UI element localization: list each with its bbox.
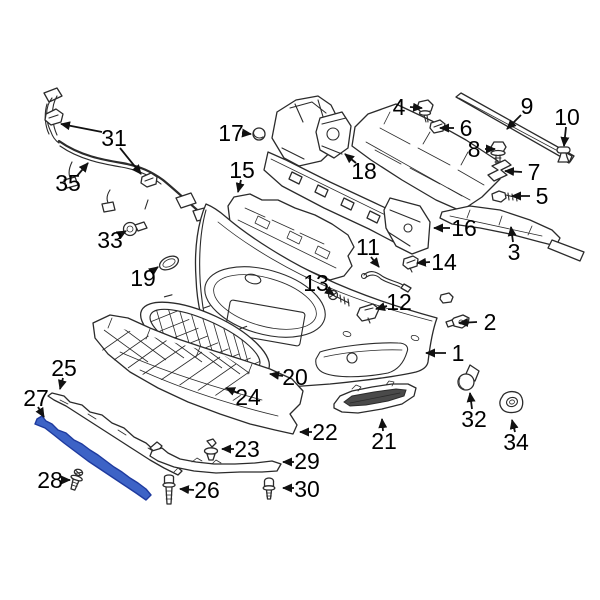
callout-16[interactable]: 16 [451, 215, 477, 241]
callout-leader-26 [179, 485, 195, 495]
callout-leader-27 [35, 406, 45, 418]
callout-2[interactable]: 2 [484, 309, 497, 335]
callout-leader-34 [509, 419, 519, 433]
callout-leader-31 [60, 121, 103, 133]
callout-5[interactable]: 5 [536, 183, 549, 209]
callout-22[interactable]: 22 [312, 419, 338, 445]
callout-12[interactable]: 12 [386, 289, 412, 315]
callout-14[interactable]: 14 [431, 249, 457, 275]
part-park-sensor-32 [457, 364, 480, 391]
callout-32[interactable]: 32 [461, 406, 487, 432]
callout-leader-31 [119, 147, 142, 175]
callout-leader-9 [506, 114, 522, 130]
callout-leader-24 [225, 387, 239, 396]
part-bracket-18 [315, 111, 352, 159]
callout-leader-15 [235, 179, 245, 193]
callout-leader-3 [507, 226, 517, 243]
part-sensor-33 [122, 221, 148, 237]
part-clip-12 [356, 303, 380, 324]
callout-1[interactable]: 1 [452, 340, 465, 366]
callout-leader-2 [458, 318, 478, 327]
callout-leader-21 [378, 418, 388, 432]
part-wire-harness-35 [43, 87, 218, 224]
callout-35[interactable]: 35 [55, 170, 81, 196]
callout-leader-4 [409, 102, 423, 112]
callout-29[interactable]: 29 [294, 448, 320, 474]
part-bolt-26 [162, 474, 176, 505]
part-shield-panel [351, 103, 501, 212]
callout-leader-20 [269, 370, 284, 380]
callout-leader-25 [58, 377, 67, 390]
part-sensor-retainer-34 [499, 390, 524, 414]
part-clip-14 [402, 255, 419, 273]
callout-23[interactable]: 23 [234, 436, 260, 462]
callout-31[interactable]: 31 [101, 125, 127, 151]
callout-21[interactable]: 21 [371, 428, 397, 454]
part-push-pin-10 [556, 146, 571, 163]
part-air-dam-29 [149, 447, 282, 474]
callout-leader-14 [416, 257, 431, 267]
part-grommet-17 [252, 127, 266, 141]
part-screw-30 [262, 477, 276, 500]
part-seal-ring-19 [158, 255, 180, 271]
callout-15[interactable]: 15 [229, 157, 255, 183]
callout-11[interactable]: 11 [356, 234, 380, 260]
callout-26[interactable]: 26 [194, 477, 220, 503]
callout-28[interactable]: 28 [37, 467, 63, 493]
callout-24[interactable]: 24 [235, 384, 261, 410]
part-valance-27[interactable] [34, 415, 152, 501]
callout-34[interactable]: 34 [503, 429, 529, 455]
part-fog-lamp-bezel-21 [333, 380, 417, 414]
part-under-cover-22 [92, 314, 304, 435]
callout-20[interactable]: 20 [282, 364, 308, 390]
callout-19[interactable]: 19 [130, 265, 156, 291]
callout-3[interactable]: 3 [508, 239, 521, 265]
part-screw-28 [70, 468, 84, 491]
part-screw-23 [203, 438, 219, 461]
part-clip-6 [429, 119, 446, 134]
callout-leader-7 [504, 167, 523, 177]
callout-18[interactable]: 18 [351, 158, 377, 184]
callout-leader-13 [324, 286, 335, 296]
callout-10[interactable]: 10 [554, 104, 580, 130]
callout-25[interactable]: 25 [51, 355, 77, 381]
callout-33[interactable]: 33 [97, 227, 123, 253]
callout-30[interactable]: 30 [294, 476, 320, 502]
callout-leader-32 [466, 392, 476, 410]
callout-27[interactable]: 27 [23, 385, 49, 411]
callout-leader-17 [241, 128, 252, 138]
callout-leader-19 [148, 266, 159, 276]
callout-leader-12 [375, 302, 388, 311]
callout-leader-18 [344, 153, 357, 164]
callout-6[interactable]: 6 [460, 115, 473, 141]
callout-leader-10 [560, 126, 570, 147]
callout-leader-35 [76, 162, 89, 177]
callout-8[interactable]: 8 [468, 136, 481, 162]
callout-leader-11 [369, 256, 380, 268]
callout-9[interactable]: 9 [521, 93, 534, 119]
callout-17[interactable]: 17 [218, 120, 244, 146]
part-stay-rod-11 [360, 271, 412, 293]
callout-13[interactable]: 13 [303, 270, 329, 296]
callout-leader-33 [115, 230, 127, 240]
part-deflector-3 [439, 205, 585, 262]
callout-7[interactable]: 7 [528, 159, 541, 185]
callout-4[interactable]: 4 [393, 94, 406, 120]
part-clip-2 [445, 314, 470, 329]
